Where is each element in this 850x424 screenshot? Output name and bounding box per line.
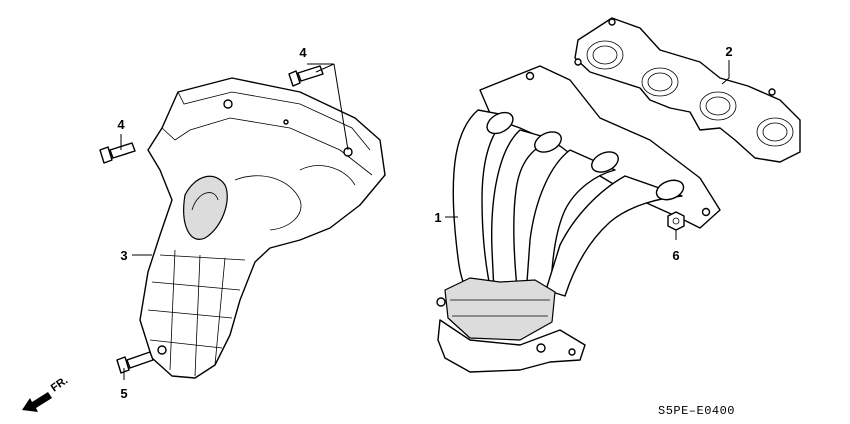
callout-5: 5 (120, 386, 127, 401)
diagram-code: S5PE–E0400 (658, 404, 735, 418)
callout-2: 2 (725, 44, 732, 59)
exhaust-manifold (436, 65, 721, 373)
front-direction-indicator: FR. (22, 374, 70, 412)
front-arrow-icon (22, 392, 52, 412)
front-label: FR. (49, 374, 70, 394)
nut-6 (667, 211, 685, 231)
callout-3: 3 (120, 248, 127, 263)
callout-4-left: 4 (117, 117, 125, 132)
heat-shield (139, 77, 386, 379)
bolt-5 (116, 351, 154, 374)
leader-lines (120, 60, 730, 380)
callout-1: 1 (434, 210, 441, 225)
bolt-4-left (99, 142, 136, 164)
callout-4-upper: 4 (299, 45, 307, 60)
callout-6: 6 (672, 248, 679, 263)
bolt-4-upper (288, 65, 324, 87)
exhaust-manifold-gasket (574, 17, 801, 163)
